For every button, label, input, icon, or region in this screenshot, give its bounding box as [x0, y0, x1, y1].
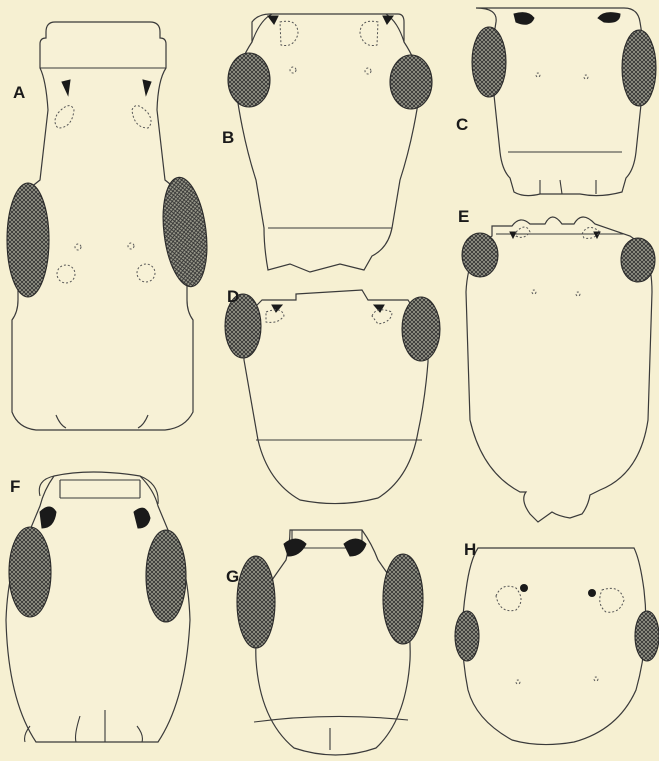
panel-label-d: D — [227, 287, 239, 306]
head-drawing-f — [6, 472, 190, 742]
panel-label-a: A — [13, 83, 25, 102]
head-drawing-b — [228, 14, 432, 272]
head-drawing-e — [462, 217, 655, 522]
head-drawing-g — [237, 530, 423, 755]
head-drawing-d — [225, 290, 440, 504]
panel-label-b: B — [222, 128, 234, 147]
panel-label-f: F — [10, 477, 20, 496]
panel-label-e: E — [458, 207, 469, 226]
head-drawing-h — [455, 548, 659, 745]
panel-label-c: C — [456, 115, 468, 134]
head-drawing-c — [472, 8, 656, 196]
panel-label-g: G — [226, 567, 239, 586]
head-drawing-a — [7, 22, 213, 430]
panel-label-h: H — [464, 540, 476, 559]
